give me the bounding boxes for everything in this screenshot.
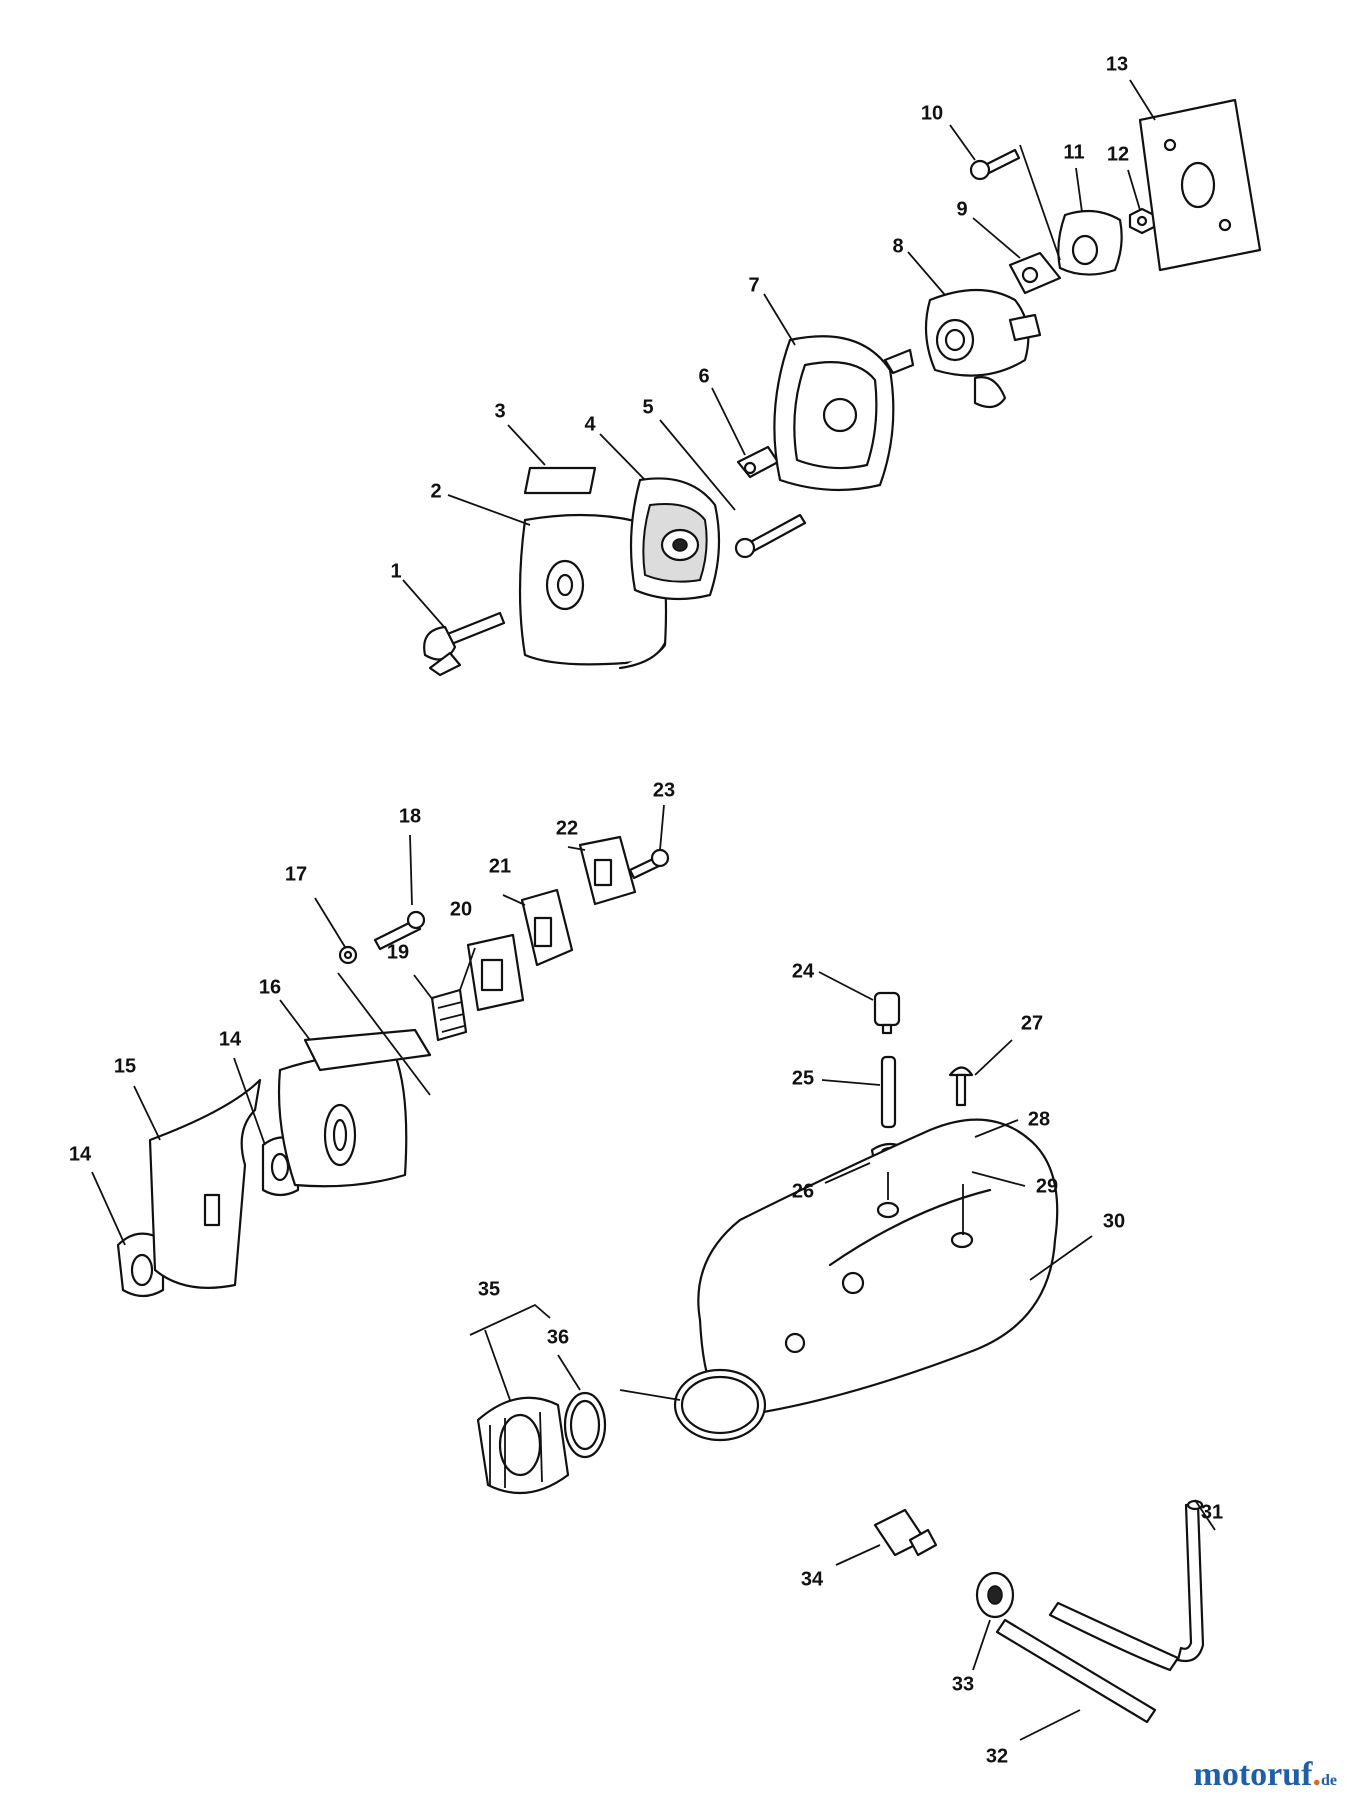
callout-11: 11: [1063, 141, 1084, 163]
callout-26: 26: [792, 1180, 814, 1202]
callout-13: 13: [1106, 53, 1128, 75]
part-6-bracket: [736, 445, 780, 479]
part-1-wing-bolt: [423, 611, 506, 677]
part-9-gasket: [1008, 251, 1062, 295]
part-17-washer: [338, 945, 358, 965]
part-2-air-cleaner-cover: [518, 513, 668, 670]
callout-6: 6: [698, 365, 709, 387]
callout-1: 1: [390, 560, 401, 582]
part-22-cover-plate: [578, 835, 637, 906]
part-15-muffler-cover: [148, 1078, 262, 1289]
callout-12: 12: [1107, 143, 1129, 165]
callout-34: 34: [801, 1568, 824, 1590]
callout-2: 2: [430, 480, 441, 502]
callout-3: 3: [494, 400, 505, 422]
callout-9: 9: [956, 198, 967, 220]
callout-5: 5: [642, 396, 653, 418]
callout-16: 16: [259, 976, 281, 998]
part-25-pipe: [880, 1055, 897, 1129]
part-12-nut: [1128, 207, 1156, 235]
part-10-bolt: [969, 148, 1021, 181]
part-11-insulator: [1057, 209, 1123, 276]
callout-20: 20: [450, 898, 472, 920]
part-13-gasket-plate: [1138, 98, 1262, 272]
motoruf-logo: motoruf.de: [1194, 1756, 1337, 1794]
part-19-spark-arrestor: [430, 988, 468, 1042]
callout-25: 25: [792, 1067, 814, 1089]
callout-4: 4: [584, 413, 596, 435]
part-34-fuel-filter: [873, 1508, 938, 1557]
callout-14-upper: 14: [219, 1028, 242, 1050]
part-4-filter-case: [629, 477, 721, 601]
callout-29: 29: [1036, 1175, 1058, 1197]
part-8-carburetor: [924, 288, 1042, 409]
callout-18: 18: [399, 805, 421, 827]
logo-dot: .: [1312, 1756, 1322, 1793]
callout-labels: 1 2 3 4 5 6 7 8 9 10 11 12 13 14 14 15 1…: [69, 53, 1223, 1767]
logo-brand: motoruf: [1193, 1756, 1313, 1793]
part-23-bolt: [628, 848, 670, 880]
callout-36: 36: [547, 1326, 569, 1348]
fuel-tank-filler-neck: [673, 1368, 767, 1442]
leader-lines: [91, 79, 1216, 1741]
part-5-bolt: [734, 513, 807, 559]
part-18-bolt: [373, 910, 426, 951]
callout-31: 31: [1201, 1501, 1223, 1523]
callout-21: 21: [489, 855, 511, 877]
part-30-fuel-tank: [697, 1118, 1059, 1417]
callout-22: 22: [556, 817, 578, 839]
callout-32: 32: [986, 1745, 1008, 1767]
callout-27: 27: [1021, 1012, 1043, 1034]
callout-8: 8: [892, 235, 903, 257]
part-36-gasket-ring: [563, 1391, 607, 1459]
part-27-screw: [948, 1066, 974, 1107]
part-24-breather-cap: [873, 991, 901, 1035]
part-3-filter-element: [523, 466, 597, 495]
callout-35: 35: [478, 1278, 500, 1300]
callout-10: 10: [921, 102, 943, 124]
part-16-muffler: [277, 1028, 432, 1188]
part-31-fuel-hose: [1048, 1499, 1205, 1672]
part-33-grommet: [975, 1571, 1015, 1619]
callout-23: 23: [653, 779, 675, 801]
logo-tld: de: [1321, 1772, 1337, 1789]
callout-30: 30: [1103, 1210, 1125, 1232]
callout-17: 17: [285, 863, 307, 885]
callout-28: 28: [1028, 1108, 1050, 1130]
part-7-air-cleaner-base: [773, 335, 915, 492]
part-20-gasket: [466, 933, 525, 1012]
callout-14-lower: 14: [69, 1143, 92, 1165]
callout-7: 7: [748, 274, 759, 296]
part-32-fuel-pipe: [995, 1618, 1157, 1724]
callout-33: 33: [952, 1673, 974, 1695]
part-14-gasket-lower: [116, 1232, 165, 1298]
callout-19: 19: [387, 941, 409, 963]
part-21-plate: [520, 888, 574, 967]
callout-15: 15: [114, 1055, 136, 1077]
part-35-fuel-cap: [476, 1396, 570, 1495]
callout-24: 24: [792, 960, 815, 982]
